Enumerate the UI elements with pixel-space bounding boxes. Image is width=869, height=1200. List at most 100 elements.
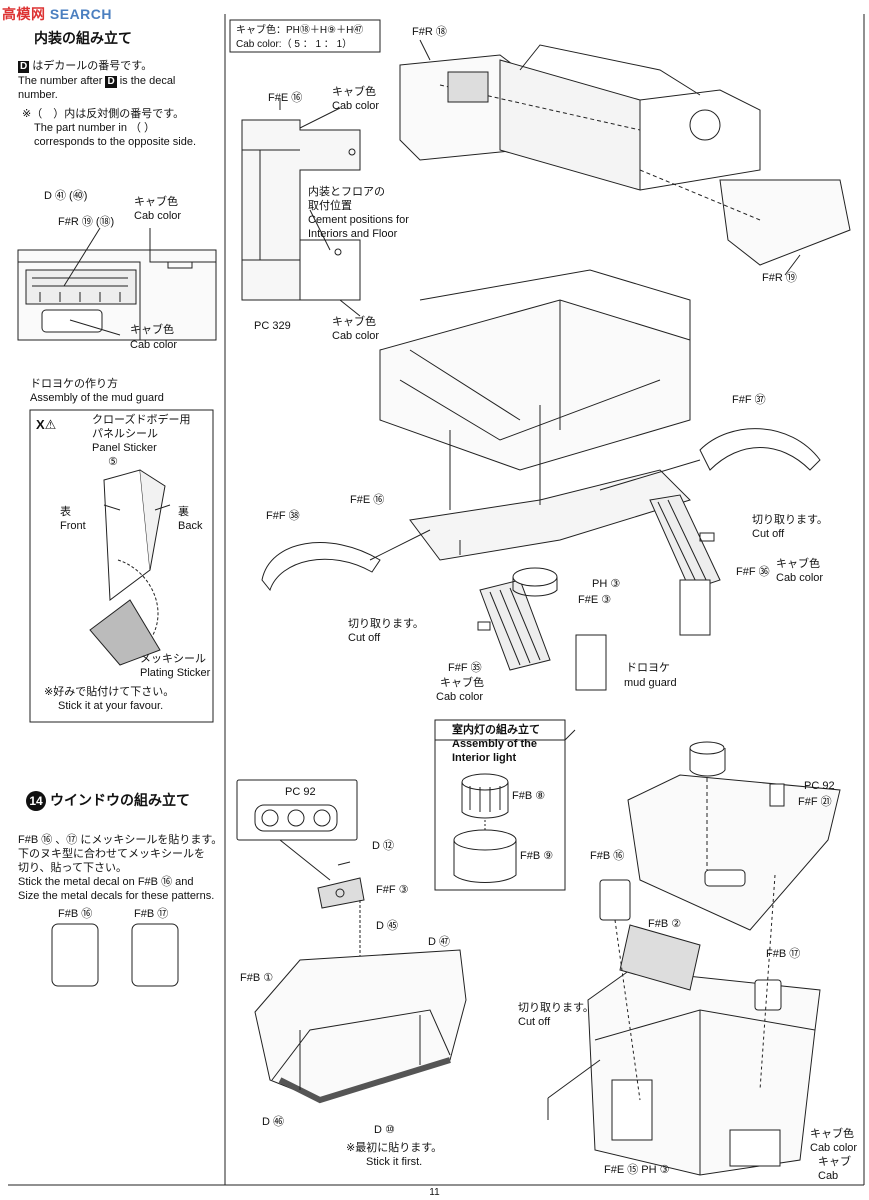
first-note-ja: ※最初に貼ります。 [346, 1142, 443, 1154]
back-label-ja: 裏 [178, 506, 189, 518]
ff36-label: F#F ㊱ [736, 566, 770, 578]
ff35-cab-color-ja: キャブ色 [440, 677, 484, 689]
ff38-label: F#F ㊳ [266, 510, 300, 522]
plating-sticker-ja: メッキシール [140, 653, 206, 665]
mid-cab-color-en: Cab color [332, 100, 380, 112]
plating-sticker-en: Plating Sticker [140, 667, 211, 679]
fe15-ph3-label: F#E ⑮ PH ③ [604, 1164, 670, 1176]
ff37-label: F#F ㊲ [732, 394, 766, 406]
decal-note-ja: D はデカールの番号です。 [18, 60, 153, 73]
mudguard-ja: ドロヨケ [626, 662, 670, 674]
front-label-ja: 表 [60, 506, 71, 518]
d46-label: D ㊻ [262, 1116, 284, 1128]
fb8-label: F#B ⑧ [512, 790, 546, 802]
template-fb17-label: F#B ⑰ [134, 908, 169, 920]
mid-cab-color2-en: Cab color [332, 330, 380, 342]
cut-off-1-ja: 切り取ります。 [752, 514, 828, 526]
part-fr19-label: F#R ⑲ (⑱) [58, 216, 115, 228]
fe16-label-chassis: F#E ⑯ [350, 494, 385, 506]
d47-label: D ㊼ [428, 936, 450, 948]
cab-fb2-label: F#B ② [648, 918, 682, 930]
panel-sticker-en: Panel Sticker [92, 442, 157, 454]
fr19-label: F#R ⑲ [762, 272, 797, 284]
cab-label-ja: キャブ [818, 1156, 851, 1168]
mud-guard-title-ja: ドロヨケの作り方 [30, 378, 118, 390]
front-label-en: Front [60, 520, 86, 532]
pc92-label-cab: PC 92 [804, 780, 835, 792]
cab-color-mix-ja: キャブ色：PH⑱＋H⑨＋H㊼ [236, 25, 364, 36]
decal-note-en-2: number. [18, 89, 58, 101]
panel-sticker-number: ⑤ [108, 456, 118, 468]
fb1-label: F#B ① [240, 972, 274, 984]
light-title-en-2: Interior light [452, 752, 517, 764]
d12-label: D ⑫ [372, 840, 394, 852]
template-fb16-label: F#B ⑯ [58, 908, 93, 920]
light-title-en-1: Assembly of the [452, 738, 537, 750]
cab-color-ja-1: キャブ色 [134, 196, 178, 208]
pc92-label-window: PC 92 [285, 786, 316, 798]
panel-sticker-ja-2: パネルシール [92, 428, 158, 440]
light-title-ja: 室内灯の組み立て [452, 724, 540, 736]
sec14-line-3: 切り、貼って下さい。 [18, 862, 128, 874]
cab-fb16-label: F#B ⑯ [590, 850, 625, 862]
cut-x-icon: X⚠ [36, 417, 57, 432]
cut-off-2-ja: 切り取ります。 [348, 618, 424, 630]
watermark-accent: 高模网 [2, 6, 46, 22]
cab-fb17-label: F#B ⑰ [766, 948, 801, 960]
cement-en-1: Cement positions for [308, 214, 409, 226]
decal-41-label: D ㊶ (㊵) [44, 190, 88, 202]
ff3-label: F#F ③ [376, 884, 409, 896]
fb9-label: F#B ⑨ [520, 850, 554, 862]
ff36-cab-color-en: Cab color [776, 572, 824, 584]
sec14-line-2: 下のヌキ型に合わせてメッキシールを [18, 848, 205, 860]
opposite-note-ja: ※（ ）内は反対側の番号です。 [22, 108, 185, 120]
cab-cut-off-ja: 切り取ります。 [518, 1002, 594, 1014]
back-label-en: Back [178, 520, 203, 532]
page-number: 11 [429, 1187, 440, 1198]
section-13-title: 内装の組み立て [34, 30, 132, 46]
opposite-note-en-1: The part number in （ ） [34, 122, 156, 134]
fe3-label: F#E ③ [578, 594, 612, 606]
sec14-line-4: Stick the metal decal on F#B ⑯ and [18, 876, 194, 888]
ff35-cab-color-en: Cab color [436, 691, 484, 703]
watermark: 高模网 SEARCH [2, 4, 112, 24]
ff35-label: F#F ㉟ [448, 662, 482, 674]
mud-guard-title-en: Assembly of the mud guard [30, 392, 164, 404]
fr18-label: F#R ⑱ [412, 26, 447, 38]
ph3-label: PH ③ [592, 578, 621, 590]
favour-note-ja: ※好みで貼付けて下さい。 [44, 686, 175, 698]
cab-color-ja-2: キャブ色 [130, 324, 174, 336]
fe16-label-top: F#E ⑯ [268, 92, 303, 104]
cut-off-2-en: Cut off [348, 632, 381, 644]
favour-note-en: Stick it at your favour. [58, 700, 164, 712]
panel-sticker-ja-1: クローズドボデー用 [92, 414, 191, 426]
cement-ja-1: 内装とフロアの [308, 186, 385, 198]
decal-note-en: The number after D is the decal [18, 75, 176, 88]
first-note-en: Stick it first. [366, 1156, 423, 1168]
cut-off-1-en: Cut off [752, 528, 785, 540]
mid-cab-color-ja: キャブ色 [332, 86, 376, 98]
watermark-text: SEARCH [49, 6, 113, 22]
mudguard-en: mud guard [624, 677, 677, 689]
ff21-label: F#F ㉑ [798, 796, 832, 808]
cement-ja-2: 取付位置 [308, 200, 352, 212]
d45-label: D ㊺ [376, 920, 398, 932]
sec14-line-5: Size the metal decals for these patterns… [18, 890, 215, 902]
cement-en-2: Interiors and Floor [308, 228, 398, 240]
cab-label-en: Cab [818, 1170, 839, 1182]
cab-cut-off-en: Cut off [518, 1016, 551, 1028]
mid-cab-color2-ja: キャブ色 [332, 316, 376, 328]
section-14-number: 14 [26, 791, 46, 812]
cab-color-final-en: Cab color [810, 1142, 858, 1154]
opposite-note-en-2: corresponds to the opposite side. [34, 136, 197, 148]
ff36-cab-color-ja: キャブ色 [776, 558, 820, 570]
cab-color-en-2: Cab color [130, 339, 178, 351]
cab-color-en-1: Cab color [134, 210, 182, 222]
pc329-label: PC 329 [254, 320, 291, 332]
sec14-line-1: F#B ⑯ 、⑰ にメッキシールを貼ります。 [18, 834, 223, 846]
d10-label: D ⑩ [374, 1124, 395, 1136]
cab-color-mix-en: Cab color:（ 5 ： 1 ： 1） [236, 39, 353, 50]
cab-color-final-ja: キャブ色 [810, 1128, 854, 1140]
